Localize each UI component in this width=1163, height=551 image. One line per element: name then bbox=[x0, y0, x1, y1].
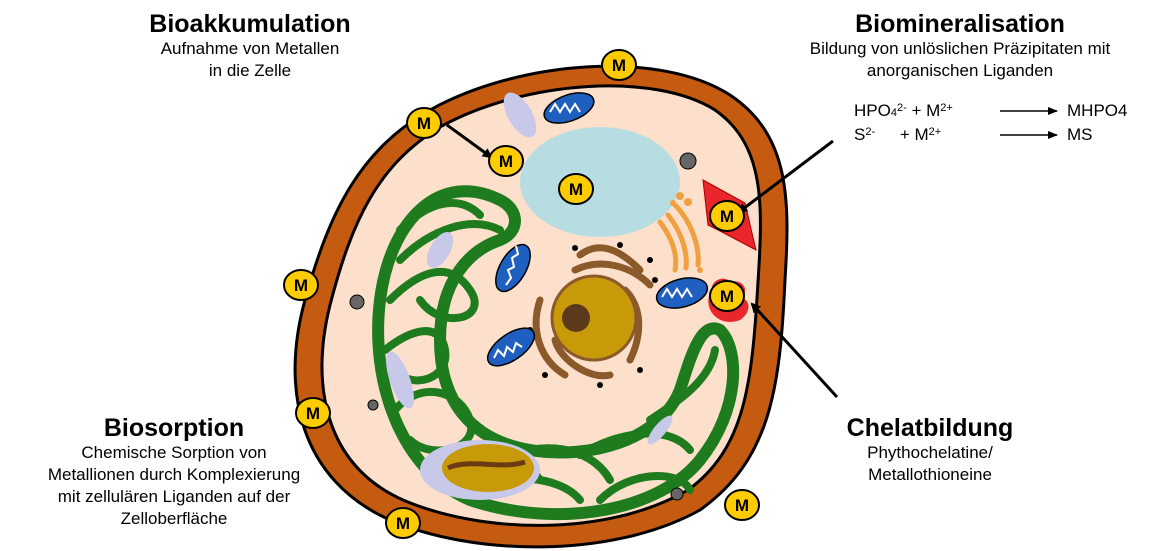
metal-ion-symbol: M bbox=[396, 514, 410, 533]
bioaccumulation-desc-2: in die Zelle bbox=[130, 60, 370, 82]
biosorption-label: Biosorption Chemische Sorption von Metal… bbox=[0, 414, 348, 530]
metal-ion-surface: M bbox=[725, 490, 759, 520]
bioaccumulation-label: Bioakkumulation Aufnahme von Metallen in… bbox=[130, 10, 370, 82]
metal-ion-precipitate: M bbox=[710, 201, 744, 231]
metal-ion-symbol: M bbox=[294, 276, 308, 295]
metal-ion-symbol: M bbox=[612, 56, 626, 75]
nucleolus bbox=[562, 304, 590, 332]
biomineralization-label: Biomineralisation Bildung von unlösliche… bbox=[760, 10, 1160, 82]
equation-1-product: MHPO4 bbox=[1067, 101, 1127, 121]
metal-ion-surface: M bbox=[284, 270, 318, 300]
biosorption-title: Biosorption bbox=[0, 414, 348, 442]
metal-ion-cell-entry: M bbox=[489, 146, 523, 176]
chelation-desc-1: Phythochelatine/ bbox=[810, 442, 1050, 464]
biosorption-desc-1: Chemische Sorption von bbox=[0, 442, 348, 464]
bioaccumulation-desc-1: Aufnahme von Metallen bbox=[130, 38, 370, 60]
metal-ion-outside: M bbox=[602, 50, 636, 80]
metal-ion-vacuole: M bbox=[559, 174, 593, 204]
metal-ion-surface: M bbox=[386, 508, 420, 538]
metal-ion-symbol: M bbox=[720, 287, 734, 306]
biosorption-desc-4: Zelloberfläche bbox=[0, 508, 348, 530]
chelation-title: Chelatbildung bbox=[810, 414, 1050, 442]
metal-ion-symbol: M bbox=[735, 496, 749, 515]
chelation-desc-2: Metallothioneine bbox=[810, 464, 1050, 486]
metal-ion-symbol: M bbox=[720, 207, 734, 226]
biomineralization-desc-2: anorganischen Liganden bbox=[760, 60, 1160, 82]
equation-2-left: S2- + M2+ bbox=[854, 125, 941, 145]
metal-ion-symbol: M bbox=[569, 180, 583, 199]
biomineralization-desc-1: Bildung von unlöslichen Präzipitaten mit bbox=[760, 38, 1160, 60]
biomineralization-title: Biomineralisation bbox=[760, 10, 1160, 38]
starch-grain bbox=[442, 444, 534, 492]
equation-2-product: MS bbox=[1067, 125, 1093, 145]
bioaccumulation-title: Bioakkumulation bbox=[130, 10, 370, 38]
biosorption-desc-3: mit zellulären Liganden auf der bbox=[0, 486, 348, 508]
metal-ion-chelate: M bbox=[710, 281, 744, 311]
chelation-label: Chelatbildung Phythochelatine/ Metalloth… bbox=[810, 414, 1050, 486]
metal-ion-symbol: M bbox=[417, 114, 431, 133]
vacuole bbox=[520, 127, 680, 237]
metal-ion-outside: M bbox=[407, 108, 441, 138]
equation-1-left: HPO42- + M2+ bbox=[854, 101, 953, 121]
metal-ion-symbol: M bbox=[499, 152, 513, 171]
biosorption-desc-2: Metallionen durch Komplexierung bbox=[0, 464, 348, 486]
